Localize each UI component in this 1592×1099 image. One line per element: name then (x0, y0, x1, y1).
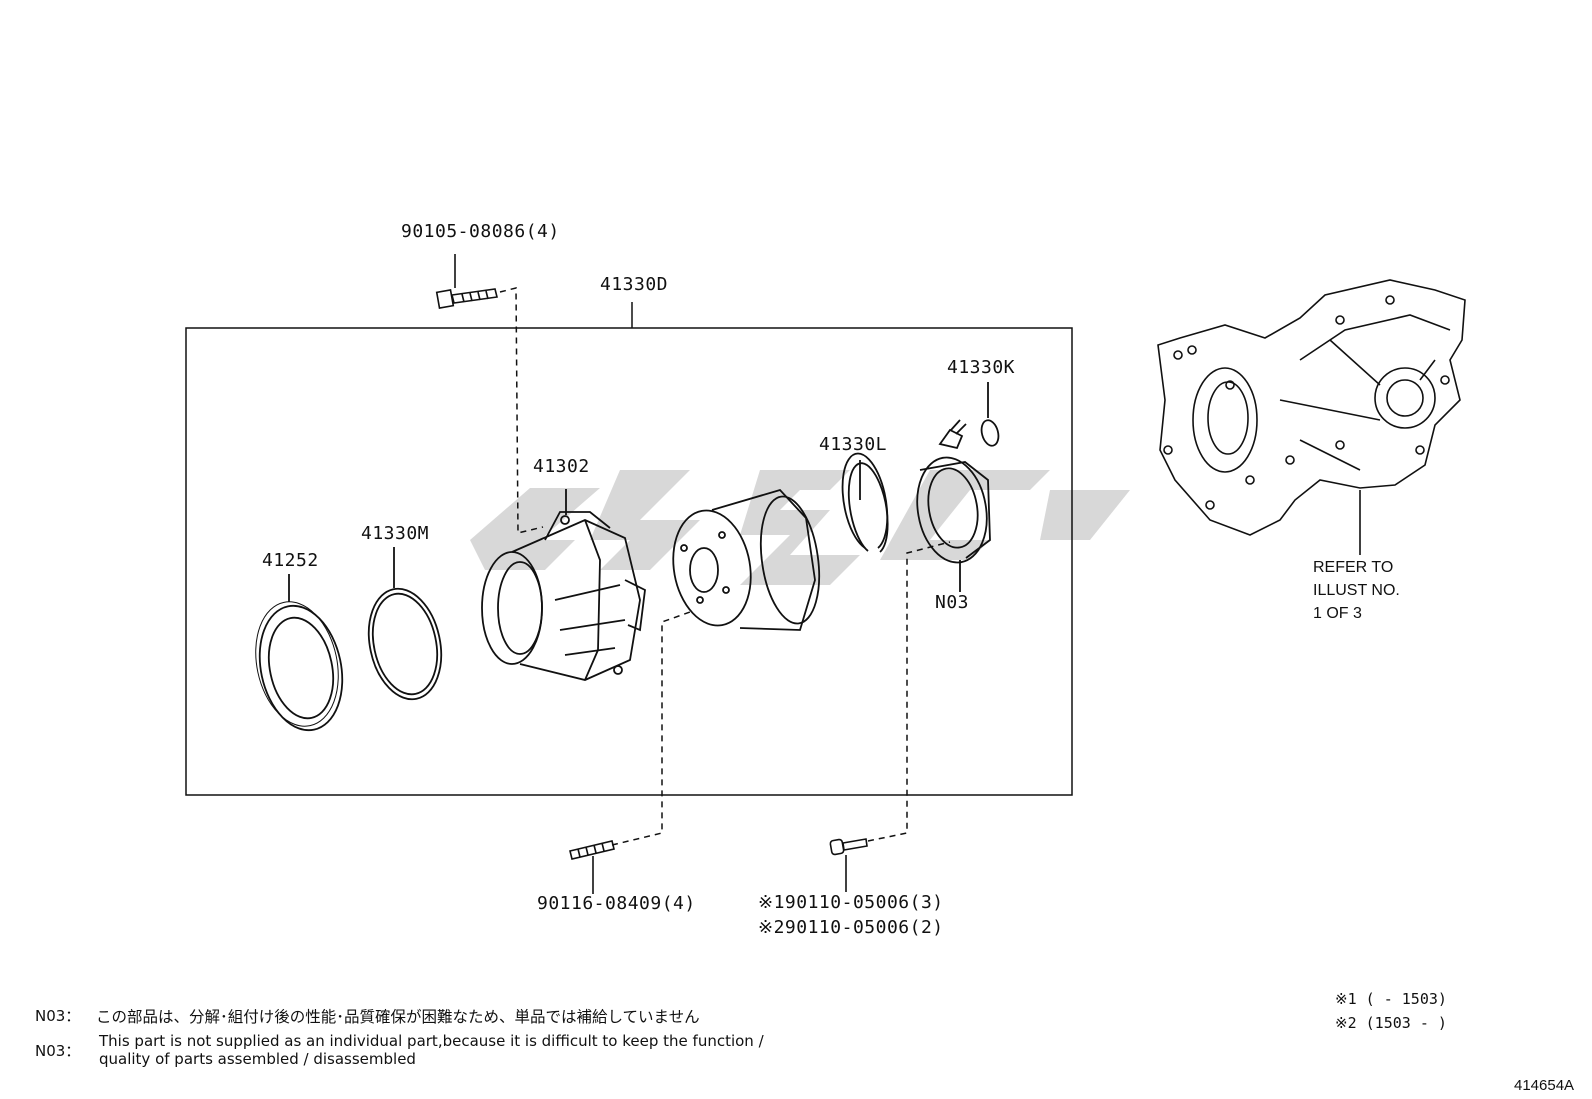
legend-item-2: ※2 (1503 - ) (1335, 1014, 1447, 1032)
part-41302-housing[interactable] (481, 489, 646, 681)
refer-note[interactable]: REFER TO ILLUST NO. 1 OF 3 (1313, 556, 1400, 625)
refer-line-2: ILLUST NO. (1313, 582, 1400, 599)
legend-item-1: ※1 ( - 1503) (1335, 990, 1447, 1008)
screw-90110-icon[interactable] (829, 838, 868, 892)
label-41330K[interactable]: 41330K (947, 357, 1016, 378)
transfer-case-illustration[interactable] (1157, 279, 1466, 555)
part-drum[interactable] (665, 488, 827, 632)
assembly-group-box (185, 327, 1073, 796)
bolt-90105-icon[interactable] (435, 254, 498, 310)
refer-line-1: REFER TO (1313, 559, 1394, 576)
assembly-dashed-lines (499, 287, 951, 846)
part-41330L-snap-ring[interactable] (841, 452, 889, 553)
illustration-id: 414654A (1514, 1077, 1575, 1094)
note-jp-text: この部品は、分解･組付け後の性能･品質確保が困難なため、単品では補給していません (96, 1008, 700, 1026)
part-41330K-o-ring[interactable] (979, 382, 1001, 448)
label-41330M[interactable]: 41330M (361, 523, 430, 544)
part-41330M-ring[interactable] (359, 547, 451, 706)
note-en-label: N03： (35, 1042, 81, 1060)
label-41252[interactable]: 41252 (262, 550, 319, 571)
stud-90116-icon[interactable] (569, 840, 615, 894)
note-jp-label: N03： (35, 1007, 81, 1025)
label-41330L[interactable]: 41330L (819, 434, 888, 455)
label-group-41330D[interactable]: 41330D (600, 274, 669, 295)
label-screw-1[interactable]: ※190110-05006(3) (758, 892, 944, 913)
label-stud-90116[interactable]: 90116-08409(4) (537, 893, 696, 914)
note-en-line-2: quality of parts assembled / disassemble… (99, 1050, 416, 1068)
watermark-logo (470, 470, 1130, 585)
refer-line-3: 1 OF 3 (1313, 605, 1362, 622)
part-N03-plate[interactable] (909, 419, 994, 592)
label-N03[interactable]: N03 (935, 592, 970, 613)
label-41302[interactable]: 41302 (533, 456, 590, 477)
note-en-line-1: This part is not supplied as an individu… (99, 1032, 764, 1050)
label-screw-2[interactable]: ※290110-05006(2) (758, 917, 944, 938)
part-41252-seal[interactable] (245, 574, 353, 738)
label-bolt-90105[interactable]: 90105-08086(4) (401, 221, 560, 242)
